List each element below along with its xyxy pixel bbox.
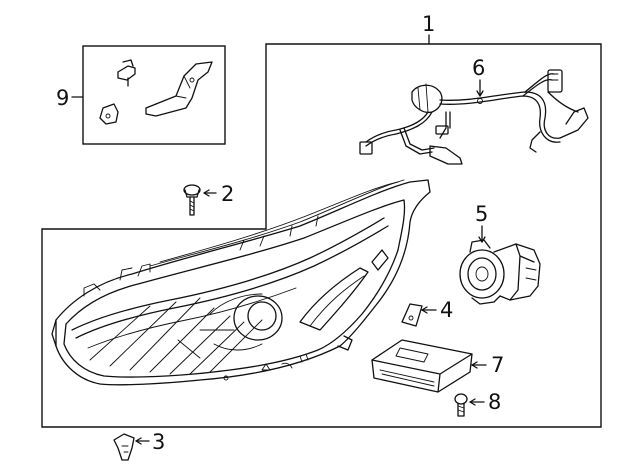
bracket-kit-box [82, 45, 226, 145]
callout-3[interactable]: 3 [135, 430, 165, 454]
callout-7-label: 7 [491, 353, 504, 377]
callout-8-label: 8 [488, 390, 501, 414]
callout-8[interactable]: 8 [469, 390, 501, 414]
callout-2-label: 2 [221, 182, 234, 206]
callout-3-label: 3 [152, 430, 165, 454]
part-3-retainer-clip [113, 433, 135, 461]
callout-5-label: 5 [475, 202, 488, 226]
headlamp-housing [51, 179, 431, 386]
assembly-outline [41, 43, 602, 428]
part-7-control-module [371, 339, 473, 393]
part-9-brackets [99, 59, 213, 125]
callout-6-label: 6 [472, 56, 485, 80]
part-4-clip [401, 303, 423, 327]
callout-1[interactable]: 1 [422, 12, 435, 45]
callout-9[interactable]: 9 [56, 86, 84, 110]
part-8-screw [454, 393, 468, 417]
part-2-bolt [183, 184, 201, 216]
part-5-projector-module [459, 239, 541, 305]
callout-2[interactable]: 2 [203, 182, 234, 206]
callout-9-label: 9 [56, 86, 69, 110]
part-6-wiring-harness [359, 69, 589, 165]
callout-1-label: 1 [422, 12, 435, 36]
callout-4-label: 4 [440, 298, 453, 322]
callout-5[interactable]: 5 [475, 202, 488, 243]
callout-6[interactable]: 6 [472, 56, 485, 97]
callout-4[interactable]: 4 [421, 298, 453, 322]
callout-7[interactable]: 7 [471, 353, 504, 377]
